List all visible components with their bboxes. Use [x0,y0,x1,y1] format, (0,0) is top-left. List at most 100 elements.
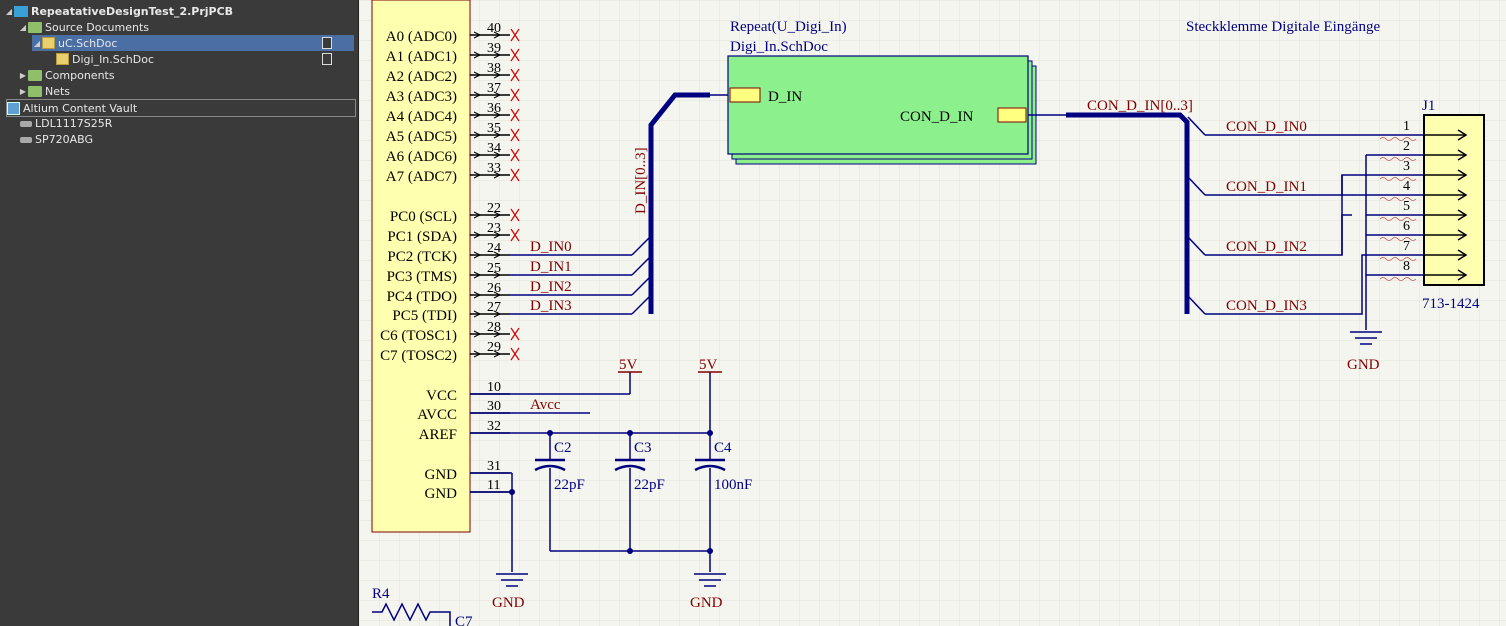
mcu-pin-name: PC2 (TCK) [387,249,457,265]
no-connect-icon [510,128,520,142]
tree-vault-item[interactable]: LDL1117S25R [20,115,354,131]
sheet-entry-d-in[interactable] [729,87,761,103]
mcu-pin[interactable]: A5 (ADC5) 35 [386,121,520,145]
con-bus-line[interactable] [1066,112,1190,314]
connector-pin[interactable]: 6 [1379,219,1468,241]
con-net-label: CON_D_IN1 [1226,179,1307,195]
mcu-pin[interactable]: PC1 (SDA)23 [387,221,520,245]
gnd-label: GND [492,595,525,611]
connector-pin[interactable]: 8 [1379,259,1468,281]
mcu-pin[interactable]: PC5 (TDI)27 [392,300,510,324]
tree-vault-item[interactable]: SP720ABG [20,131,354,147]
mcu-pin[interactable]: C6 (TOSC1)28 [380,320,520,344]
mcu-pin[interactable]: PC0 (SCL)22 [390,201,520,225]
pin-io-icon [493,251,502,259]
power-5v-label-1: 5V [619,357,638,373]
capacitor-value: 22pF [554,477,585,493]
connector-j1-body[interactable] [1423,114,1485,286]
connector-pin-number: 4 [1403,179,1410,194]
mcu-pin[interactable]: C7 (TOSC2)29 [380,340,520,364]
tree-project[interactable]: ◢ RepeatativeDesignTest_2.PrjPCB [4,3,354,19]
sheet-entry-con-d-in[interactable] [997,107,1027,123]
mcu-pin-number: 25 [487,261,501,276]
collapse-arrow-icon[interactable]: ▶ [19,86,27,96]
vault-item-label: SP720ABG [35,132,94,146]
tree-digi-in-schdoc[interactable]: Digi_In.SchDoc [56,51,354,67]
pin-io-icon [473,111,482,119]
tree-source-documents[interactable]: ◢ Source Documents [18,19,354,35]
gnd-label: GND [1347,357,1380,373]
mcu-pin[interactable]: A2 (ADC2)38 [386,61,520,85]
connector-pin[interactable]: 5 [1379,199,1468,221]
mcu-pin-number: 11 [487,478,500,493]
mcu-pin-number: 37 [487,81,501,96]
wave-icon [1379,137,1417,141]
mcu-pin[interactable]: A7 (ADC7)33 [386,161,520,185]
collapse-arrow-icon[interactable]: ▶ [19,70,27,80]
mcu-pin-number: 35 [487,121,501,136]
tree-components[interactable]: ▶ Components [18,67,354,83]
pin-io-icon [473,310,482,318]
mcu-pin[interactable]: PC4 (TDO)26 [387,281,510,305]
mcu-pin-name: A5 (ADC5) [386,129,457,145]
mcu-pin[interactable]: PC3 (TMS)25 [387,261,510,285]
pin-io-icon [493,271,502,279]
expand-arrow-icon[interactable]: ◢ [5,6,13,16]
connector-pin[interactable]: 3 [1379,159,1468,181]
component-icon [20,121,32,127]
pin-io-icon [473,171,482,179]
r4-resistor[interactable] [372,602,451,626]
connector-pin[interactable]: 4 [1379,179,1468,201]
bus-entry [631,295,651,315]
connector-pin[interactable]: 1 [1379,119,1468,141]
connector-part: 713-1424 [1422,296,1480,312]
wave-icon [1379,177,1417,181]
no-connect-icon [510,228,520,242]
tree-uc-schdoc[interactable]: ◢ uC.SchDoc [32,35,354,51]
mcu-pin-number: 24 [487,241,501,256]
expand-arrow-icon[interactable]: ◢ [19,22,27,32]
pin-arrow-icon [1457,149,1468,161]
mcu-pin-name: A1 (ADC1) [386,49,457,65]
pin-arrow-icon [1457,229,1468,241]
pin-arrow-icon [1457,249,1468,261]
wave-icon [1379,257,1417,261]
din-bus-line[interactable] [648,92,710,314]
bus-entry [1187,116,1206,136]
pin-io-icon [493,131,502,139]
source-documents-label: Source Documents [45,20,149,34]
no-connect-icon [510,327,520,341]
wave-icon [1379,277,1417,281]
pin-io-icon [473,271,482,279]
connector-pin[interactable]: 2 [1379,139,1468,161]
mcu-pin[interactable]: A1 (ADC1)39 [386,41,520,65]
mcu-pin[interactable]: A3 (ADC3)37 [386,81,520,105]
mcu-pin[interactable]: A4 (ADC4)36 [386,101,520,125]
mcu-pin[interactable]: A0 (ADC0)40 [386,21,520,45]
c7-designator: C7 [455,614,473,626]
mcu-pin-name: PC4 (TDO) [387,289,457,305]
page-icon [322,37,332,49]
pin-io-icon [473,151,482,159]
capacitor-value: 22pF [634,477,665,493]
sheet-symbol[interactable] [727,55,1029,155]
power-5v-label-2: 5V [699,357,718,373]
pin-io-icon [493,111,502,119]
nets-label: Nets [45,84,71,98]
connector-pin[interactable]: 7 [1379,239,1468,261]
mcu-body[interactable] [371,0,471,533]
tree-content-vault[interactable]: Altium Content Vault [6,99,356,117]
tree-nets[interactable]: ▶ Nets [18,83,354,99]
mcu-pin[interactable]: PC2 (TCK) 24 [387,241,510,265]
mcu-pin[interactable]: A6 (ADC6)34 [386,141,520,165]
mcu-pin-number: 40 [487,21,501,36]
expand-arrow-icon[interactable]: ◢ [33,38,41,48]
sheet-entry-con-d-in-label: CON_D_IN [900,109,973,125]
wave-icon [1379,157,1417,161]
sheet-filename: Digi_In.SchDoc [730,39,828,55]
